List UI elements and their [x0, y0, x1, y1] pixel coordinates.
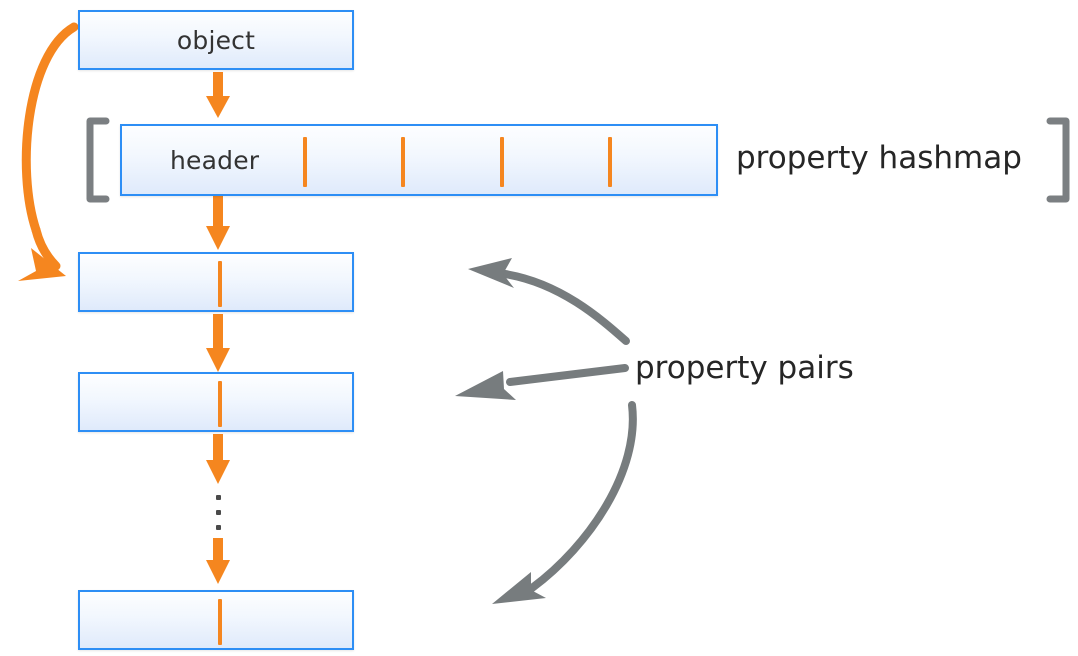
pairs-pointer-middle-arrow	[455, 364, 629, 400]
property-pair-box-1-label	[80, 254, 352, 310]
property-pair-divider-3	[218, 599, 222, 645]
left-bracket	[86, 117, 110, 203]
hashmap-slot-tick-4	[608, 137, 612, 187]
arrow-hashmap-to-pair1	[206, 196, 230, 250]
hashmap-slot-tick-1	[303, 137, 307, 187]
ellipsis-dot-2	[216, 510, 221, 515]
property-pair-box-2-label	[80, 374, 352, 430]
ellipsis-dot-1	[216, 495, 221, 500]
object-box[interactable]: object	[78, 10, 354, 70]
pairs-pointer-upper-arrow	[468, 258, 630, 345]
arrow-pair1-to-pair2	[206, 314, 230, 372]
property-pair-divider-1	[218, 261, 222, 307]
property-pair-box-2[interactable]	[78, 372, 354, 432]
property-pair-divider-2	[218, 381, 222, 427]
arrow-pair2-to-ellipsis	[206, 434, 230, 484]
object-reference-curve-arrow	[18, 22, 79, 281]
pairs-pointer-lower-arrow	[492, 401, 637, 604]
property-pairs-caption: property pairs	[635, 350, 854, 386]
arrow-object-to-hashmap	[206, 72, 230, 118]
property-pair-box-3-label	[80, 592, 352, 648]
property-pair-box-1[interactable]	[78, 252, 354, 312]
property-hashmap-caption: property hashmap	[736, 140, 1022, 176]
hashmap-slot-tick-3	[500, 137, 504, 187]
right-bracket	[1046, 117, 1070, 203]
object-box-label: object	[176, 25, 256, 55]
ellipsis-dot-3	[216, 525, 221, 530]
property-hashmap-box[interactable]: header	[120, 124, 718, 196]
property-pair-box-3[interactable]	[78, 590, 354, 650]
arrow-ellipsis-to-pair3	[206, 538, 230, 584]
hashmap-header-label: header	[170, 145, 260, 175]
hashmap-slot-tick-2	[401, 137, 405, 187]
